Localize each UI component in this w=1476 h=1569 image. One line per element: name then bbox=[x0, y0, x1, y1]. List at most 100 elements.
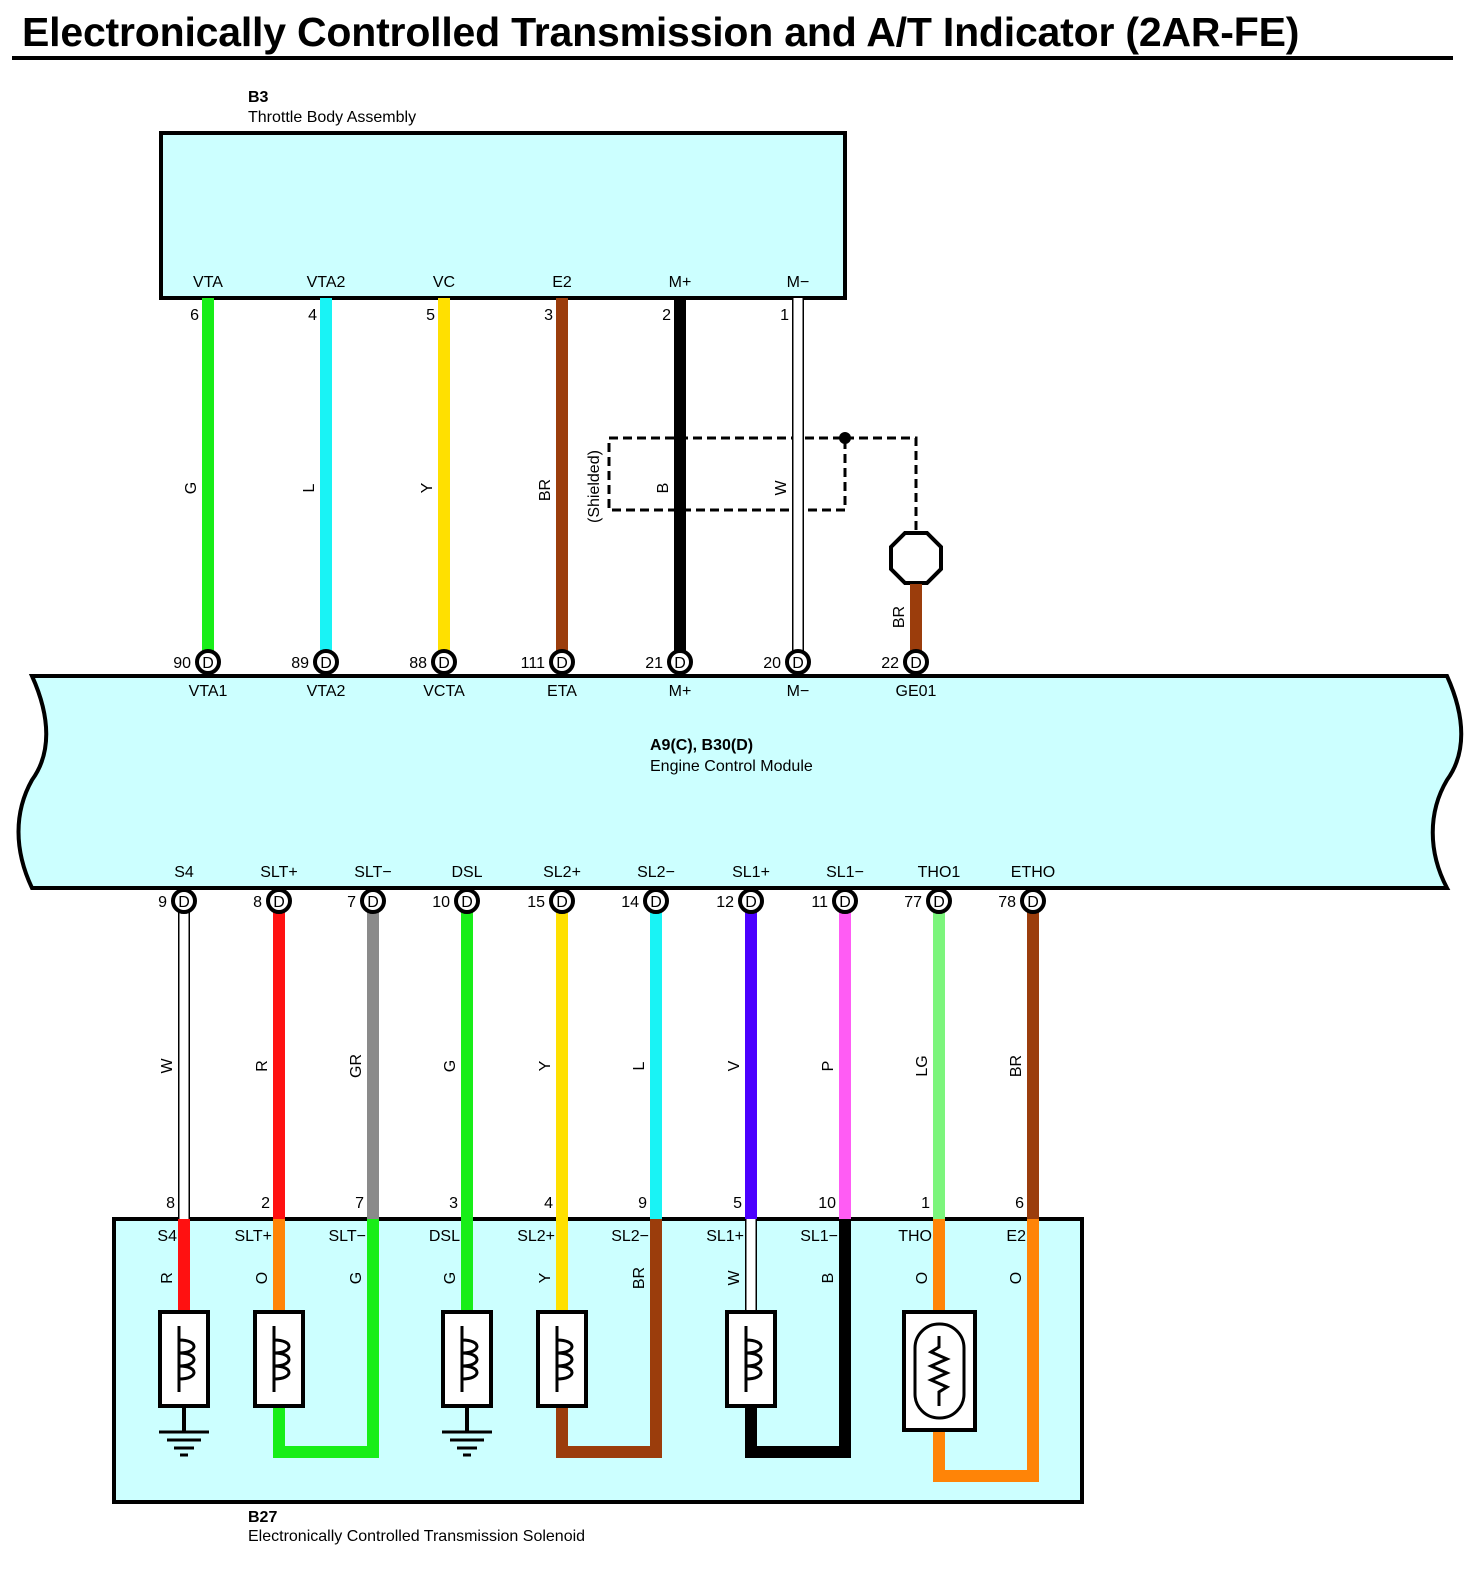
ecm-bottom-connector-letter: D bbox=[367, 894, 379, 911]
top-wire-color-code: Y bbox=[419, 482, 436, 493]
solenoid-name: Electronically Controlled Transmission S… bbox=[248, 1528, 585, 1545]
ecm-top-pin-label: VTA1 bbox=[189, 683, 228, 700]
ecm-bottom-connector bbox=[643, 888, 669, 914]
ecm-bottom-pin-label: DSL bbox=[451, 864, 482, 881]
solenoid-inner-color-code: W bbox=[726, 1270, 743, 1286]
solenoid-pin-number: 9 bbox=[638, 1195, 647, 1212]
shield-outline bbox=[607, 436, 847, 512]
solenoid-pin-label: SL2− bbox=[611, 1228, 649, 1245]
solenoid-inner-color-code: O bbox=[1008, 1272, 1025, 1284]
shield-label: (Shielded) bbox=[586, 450, 603, 523]
throttle-pin-number: 2 bbox=[662, 307, 671, 324]
solenoid-inner-color-code: BR bbox=[631, 1267, 648, 1289]
solenoid-pin-label: SL1+ bbox=[706, 1228, 744, 1245]
solenoid-pin-number: 8 bbox=[166, 1195, 175, 1212]
ecm-top-connector bbox=[667, 649, 693, 675]
ecm-box bbox=[16, 674, 1464, 890]
throttle-pin-label: E2 bbox=[552, 274, 572, 291]
ecm-bottom-pin-label: THO1 bbox=[918, 864, 961, 881]
inner-wire-slt-loop bbox=[273, 1219, 379, 1458]
bottom-wire-color-code: P bbox=[820, 1061, 837, 1072]
bottom-wire-color-code: L bbox=[631, 1061, 648, 1070]
ecm-top-pin-number: 22 bbox=[881, 655, 899, 672]
top-wire-color-code: G bbox=[183, 482, 200, 494]
solenoid-pin-label: SL1− bbox=[800, 1228, 838, 1245]
ecm-bottom-pin-number: 15 bbox=[527, 894, 545, 911]
ecm-top-connector bbox=[785, 649, 811, 675]
inner-wire-sl1-loop bbox=[745, 1219, 851, 1458]
solenoid-pin-number: 5 bbox=[733, 1195, 742, 1212]
ecm-bottom-connector bbox=[738, 888, 764, 914]
solenoid-coil-icon bbox=[158, 1310, 210, 1408]
ecm-top-pin-number: 90 bbox=[173, 655, 191, 672]
ecm-bottom-connector bbox=[926, 888, 952, 914]
ecm-bottom-pin-number: 10 bbox=[432, 894, 450, 911]
ecm-top-connector-letter: D bbox=[792, 655, 804, 672]
ecm-top-connector bbox=[313, 649, 339, 675]
ecm-top-pin-label: GE01 bbox=[896, 683, 937, 700]
solenoid-inner-color-code: B bbox=[820, 1273, 837, 1284]
bottom-wire-color-code: BR bbox=[1008, 1055, 1025, 1077]
throttle-body-box bbox=[159, 131, 847, 300]
throttle-pin-number: 5 bbox=[426, 307, 435, 324]
solenoid-inner-color-code: R bbox=[159, 1272, 176, 1284]
solenoid-pin-label: DSL bbox=[429, 1228, 460, 1245]
ecm-top-connector bbox=[195, 649, 221, 675]
ecm-top-connector bbox=[549, 649, 575, 675]
coil-winding-icon bbox=[555, 1326, 574, 1392]
solenoid-pin-label: E2 bbox=[1006, 1228, 1026, 1245]
throttle-pin-label: VTA2 bbox=[307, 274, 346, 291]
coil-winding-icon bbox=[744, 1326, 763, 1392]
shield-ground-octagon bbox=[889, 531, 943, 585]
ecm-bottom-connector bbox=[832, 888, 858, 914]
throttle-pin-number: 1 bbox=[780, 307, 789, 324]
top-wire-color-code: B bbox=[655, 483, 672, 494]
ecm-top-connector-letter: D bbox=[320, 655, 332, 672]
ecm-bottom-connector-letter: D bbox=[273, 894, 285, 911]
ecm-bottom-connector bbox=[171, 888, 197, 914]
ecm-bottom-pin-label: SL2+ bbox=[543, 864, 581, 881]
ecm-bottom-pin-number: 9 bbox=[158, 894, 167, 911]
solenoid-pin-label: SLT+ bbox=[235, 1228, 273, 1245]
ecm-bottom-pin-number: 78 bbox=[998, 894, 1016, 911]
throttle-pin-number: 4 bbox=[308, 307, 317, 324]
ecm-top-connector-letter: D bbox=[202, 655, 214, 672]
bottom-wire-color-code: LG bbox=[914, 1055, 931, 1076]
solenoid-code: B27 bbox=[248, 1509, 277, 1526]
solenoid-coil-icon bbox=[536, 1310, 588, 1408]
solenoid-pin-label: SLT− bbox=[329, 1228, 367, 1245]
ecm-bottom-connector-letter: D bbox=[556, 894, 568, 911]
solenoid-pin-number: 10 bbox=[818, 1195, 836, 1212]
solenoid-inner-color-code: O bbox=[254, 1272, 271, 1284]
ecm-bottom-connector-letter: D bbox=[933, 894, 945, 911]
top-wire-color-code: BR bbox=[537, 479, 554, 501]
ecm-bottom-pin-label: SLT− bbox=[354, 864, 392, 881]
ecm-bottom-connector-letter: D bbox=[461, 894, 473, 911]
ecm-bottom-pin-label: SL1+ bbox=[732, 864, 770, 881]
throttle-pin-label: VTA bbox=[193, 274, 223, 291]
top-wire-color-code: BR bbox=[891, 606, 908, 628]
ecm-code: A9(C), B30(D) bbox=[650, 737, 753, 754]
ecm-top-pin-number: 21 bbox=[645, 655, 663, 672]
ecm-bottom-connector-letter: D bbox=[1027, 894, 1039, 911]
ecm-bottom-pin-number: 14 bbox=[621, 894, 639, 911]
throttle-pin-number: 6 bbox=[190, 307, 199, 324]
ecm-top-pin-label: ETA bbox=[547, 683, 577, 700]
solenoid-inner-color-code: O bbox=[914, 1272, 931, 1284]
top-wire-color-code: L bbox=[301, 483, 318, 492]
throttle-pin-number: 3 bbox=[544, 307, 553, 324]
ecm-top-pin-number: 88 bbox=[409, 655, 427, 672]
page-title: Electronically Controlled Transmission a… bbox=[22, 9, 1300, 55]
coil-winding-icon bbox=[460, 1326, 479, 1392]
resistor-zigzag-icon bbox=[927, 1336, 951, 1406]
solenoid-inner-color-code: G bbox=[348, 1272, 365, 1284]
ecm-bottom-pin-number: 77 bbox=[904, 894, 922, 911]
solenoid-pin-number: 2 bbox=[261, 1195, 270, 1212]
ecm-bottom-connector bbox=[454, 888, 480, 914]
solenoid-pin-label: SL2+ bbox=[517, 1228, 555, 1245]
ecm-bottom-connector-letter: D bbox=[839, 894, 851, 911]
inner-wire-sl2-loop bbox=[556, 1219, 662, 1458]
ecm-top-pin-number: 89 bbox=[291, 655, 309, 672]
top-wire-color-code: W bbox=[773, 480, 790, 496]
